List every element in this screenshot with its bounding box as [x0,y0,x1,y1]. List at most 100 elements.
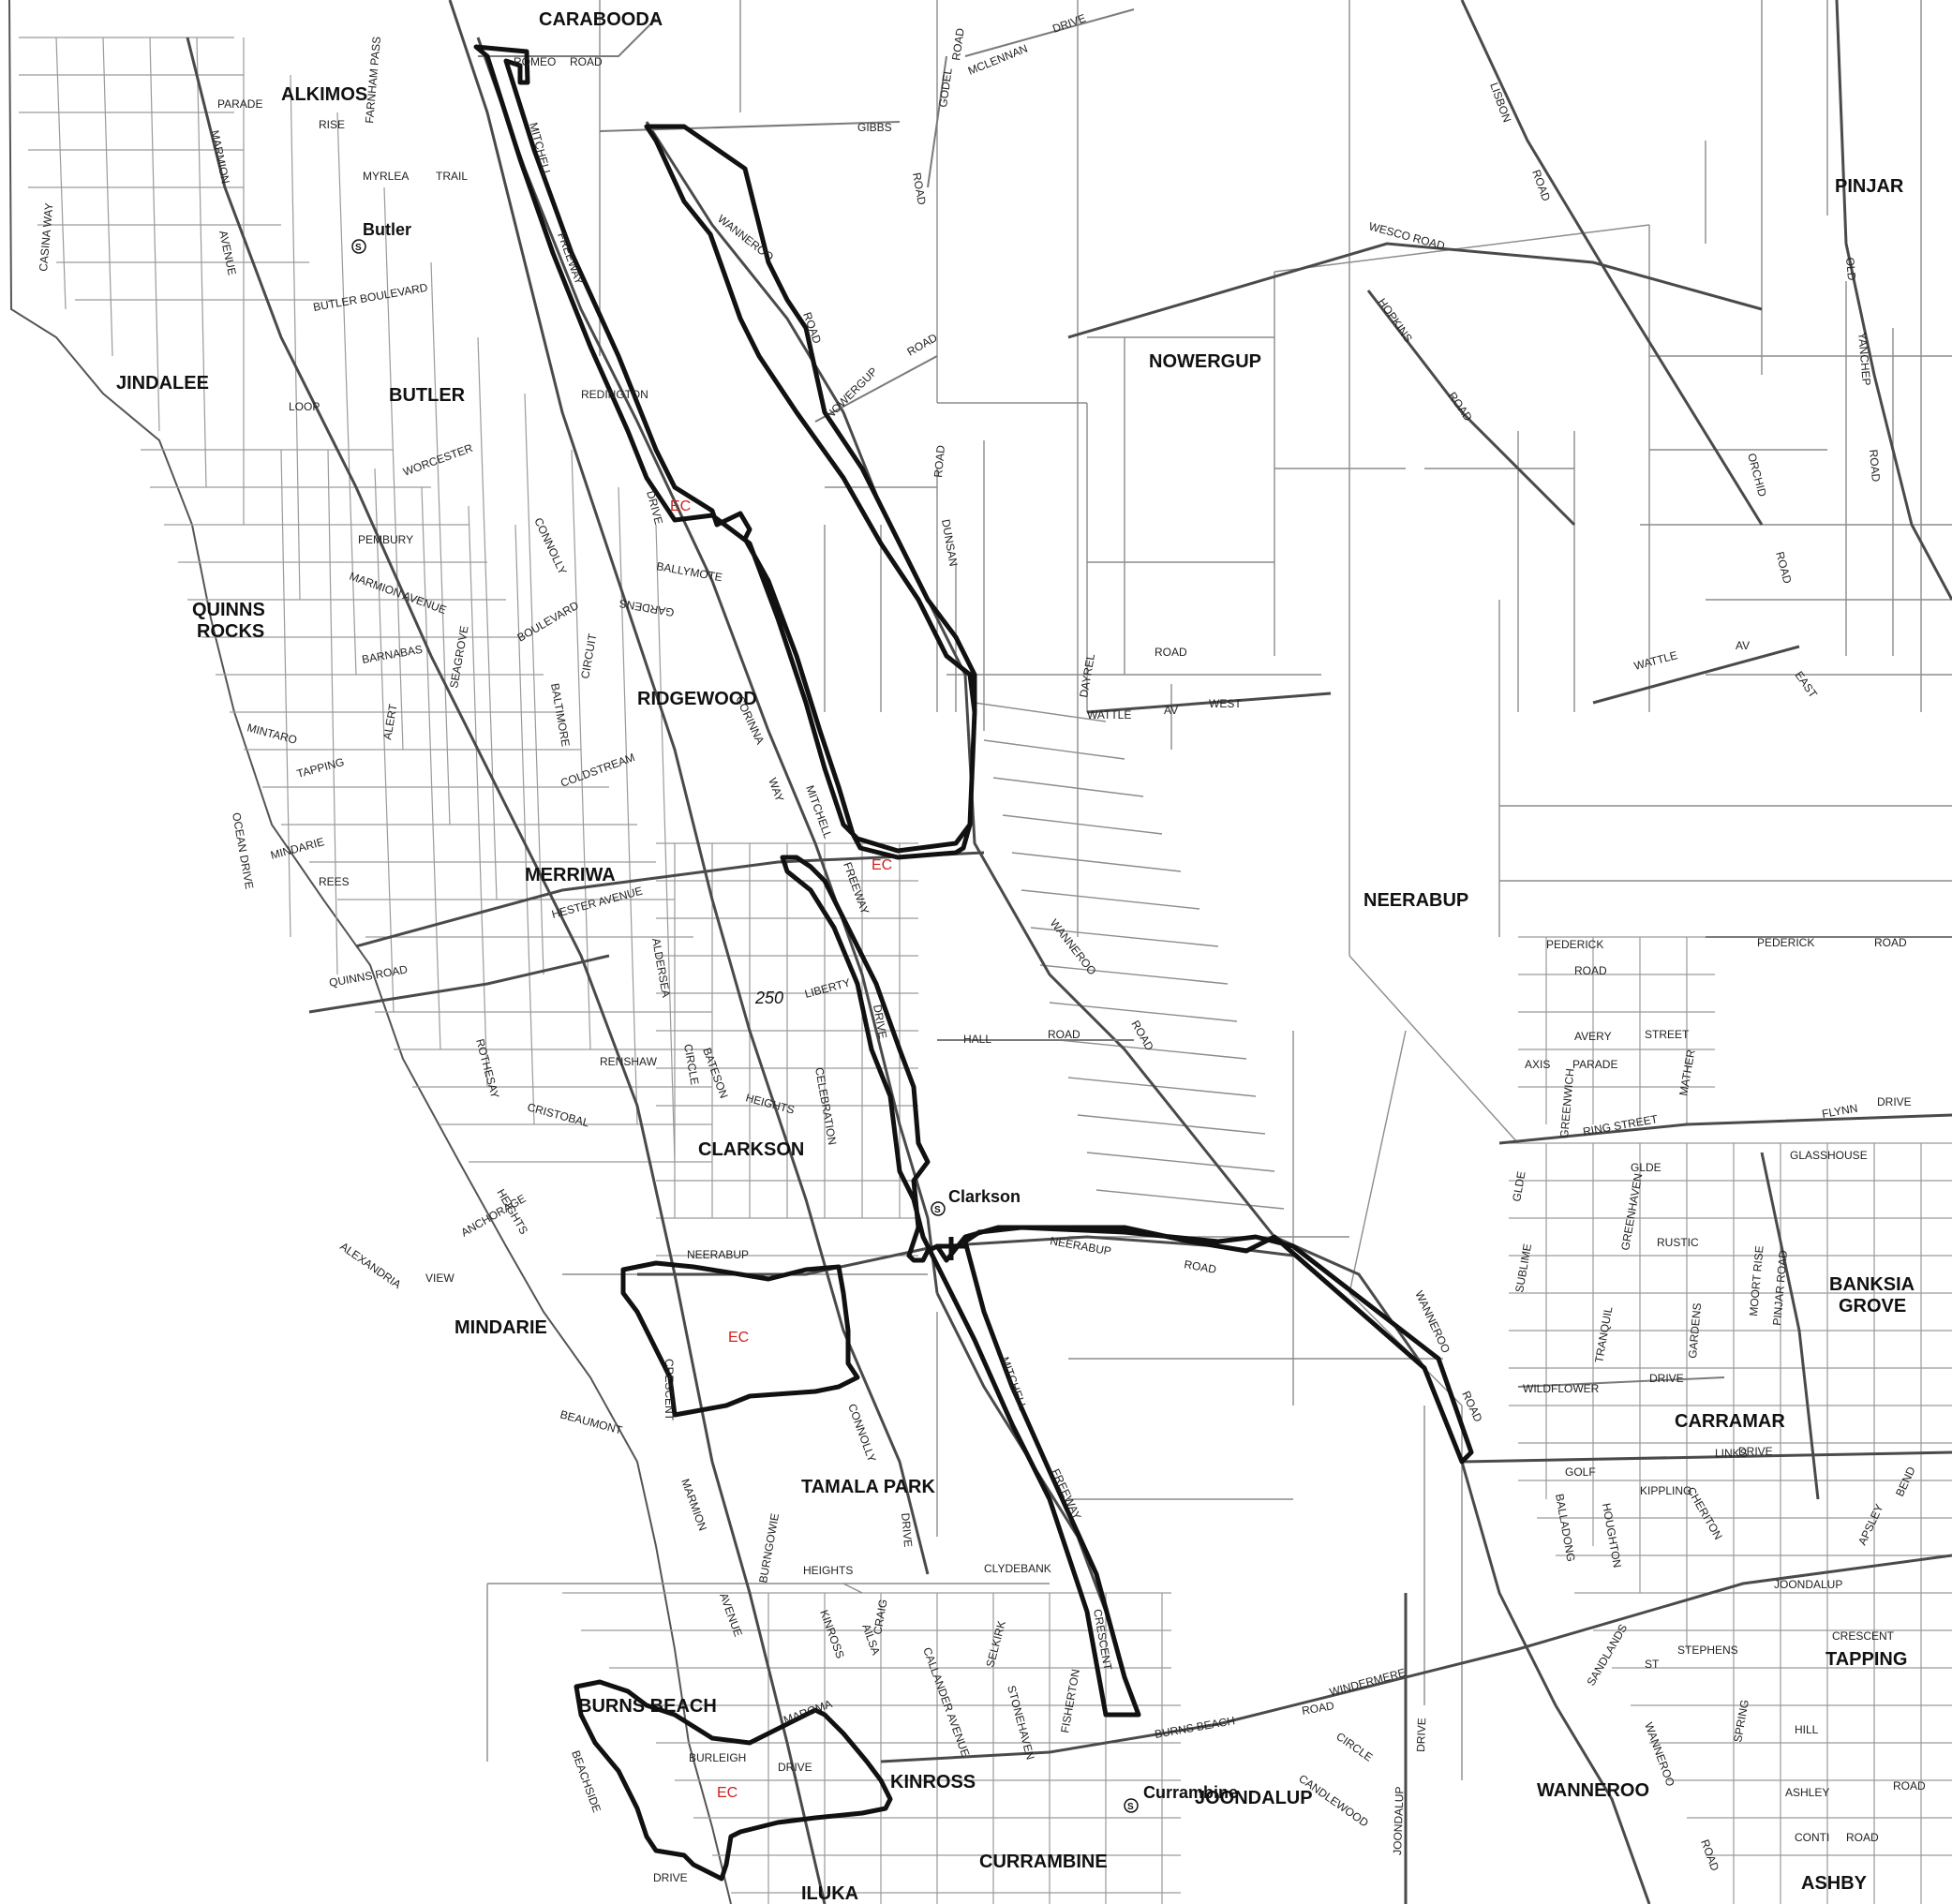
street-label-glasshouse: GLASSHOUSE [1790,1149,1868,1162]
suburb-label-kinross: KINROSS [890,1772,976,1792]
street-label-houghton: HOUGHTON [1600,1502,1624,1569]
street-label-hopkins-road: ROAD [1446,390,1476,424]
suburb-label-grove: GROVE [1839,1296,1906,1316]
ec-label-burns-beach: EC [717,1785,738,1801]
street-label-rise: RISE [319,118,345,131]
street-label-view: VIEW [425,1272,454,1285]
station-label-currambine: Currambine [1143,1783,1238,1802]
street-label-balladong: BALLADONG [1553,1493,1578,1563]
street-label-axis: AXIS [1525,1058,1550,1071]
street-label-seagrove: SEAGROVE [447,625,470,690]
street-label-rustic: RUSTIC [1657,1236,1699,1249]
street-label-pederick-east: PEDERICK [1757,936,1814,949]
street-label-bateson: BATESON [700,1046,730,1100]
street-label-av-east: AV [1736,639,1750,652]
suburb-label-ashby: ASHBY [1801,1873,1868,1894]
route-250-label: 250 [754,989,783,1007]
suburb-label-neerabup: NEERABUP [1363,890,1468,911]
street-label-mindarie: MINDARIE [269,835,325,862]
street-label-ballymote: BALLYMOTE [655,559,723,584]
suburb-label-nowergup: NOWERGUP [1149,351,1261,372]
wanneroo-road [645,121,1651,1904]
suburb-label-rocks: ROCKS [197,621,264,642]
street-label-heights-tamala: HEIGHTS [803,1564,853,1577]
street-label-wanneroo-far-south: WANNEROO [1642,1720,1677,1788]
street-label-mintaro: MINTARO [246,721,298,747]
street-label-glde: GLDE [1510,1170,1527,1203]
street-label-yanchep-road: ROAD [1867,449,1883,483]
street-label-maroma: MAROMA [782,1697,834,1727]
station-clarkson: S [931,1201,946,1216]
godel-road [927,55,947,188]
street-label-flynn-drive: DRIVE [1877,1095,1912,1108]
rural-lot-boundaries [486,0,1952,1780]
street-label-godel-road: ROAD [949,27,967,62]
street-label-conti-road: ROAD [1846,1831,1879,1844]
street-label-greenhaven: GREENHAVEN [1618,1172,1645,1251]
street-label-cheriton: CHERITON [1684,1485,1724,1542]
street-label-avery: AVERY [1574,1030,1612,1043]
street-label-circle-joondalup: CIRCLE [1334,1730,1375,1764]
suburb-label-joondalup: JOONDALUP [1195,1788,1313,1808]
street-label-romeo-road: ROAD [570,55,603,68]
coastline [8,0,732,1904]
street-label-farnham-pass: FARNHAM PASS [363,36,383,124]
street-label-connolly-north: CONNOLLY [531,515,569,576]
suburb-label-wanneroo: WANNEROO [1537,1780,1649,1801]
street-label-flynn: FLYNN [1821,1101,1858,1120]
station-currambine: S [1124,1798,1139,1813]
station-clarkson-symbol: S [934,1205,941,1215]
marmion-avenue [186,37,827,1904]
street-label-rees: REES [319,875,350,888]
ec-boundaries [473,44,1474,1882]
ec-boundary-mindarie [620,1260,860,1418]
street-label-pederick-road: ROAD [1574,964,1607,977]
flynn-drive [1498,1113,1952,1145]
street-label-moort-rise: MOORT RISE [1747,1245,1766,1317]
street-label-old: OLD [1843,257,1858,281]
lisbon-road [1460,0,1764,526]
street-label-butler-boulevard: BUTLER BOULEVARD [312,281,429,314]
ec-boundary-clarkson [780,855,1474,1718]
street-label-yanchep: YANCHEP [1855,332,1873,386]
burns-beach-road [880,1554,1952,1763]
links-drive [1461,1450,1952,1464]
street-label-sandlands: SANDLANDS [1584,1622,1630,1688]
street-label-burns-beach-road-road: ROAD [1301,1699,1335,1718]
suburb-label-ridgewood: RIDGEWOOD [637,689,757,709]
street-label-avenue-north: AVENUE [216,230,239,276]
street-label-circuit-ridgewood: CIRCUIT [578,632,599,680]
suburb-label-tamala-park: TAMALA PARK [801,1477,935,1497]
suburb-label-alkimos: ALKIMOS [281,84,367,105]
ec-label-freeway: EC [872,857,892,873]
street-label-wattle-east: WATTLE [1632,648,1678,673]
street-label-stephens: STEPHENS [1677,1644,1738,1657]
street-label-drive-joondalup: DRIVE [1414,1718,1428,1752]
street-label-marmion-north: MARMION [208,129,232,186]
station-butler-symbol: S [355,243,362,253]
street-label-coldstream: COLDSTREAM [559,751,636,790]
street-label-parade-north: PARADE [217,97,262,111]
suburb-label-jindalee: JINDALEE [116,373,209,394]
street-label-hall: HALL [963,1033,991,1046]
street-label-casina-way: CASINA WAY [37,202,55,272]
street-label-boulevard: BOULEVARD [515,599,582,645]
street-label-dayrell: DAYREL [1077,652,1097,698]
pinjar-road [1760,1152,1820,1500]
connolly-drive [448,0,930,1575]
street-label-avenue-south: AVENUE [717,1591,745,1638]
street-label-mather: MATHER [1676,1049,1697,1097]
street-label-glde-east: GLDE [1631,1161,1661,1174]
street-label-sublime: SUBLIME [1512,1242,1534,1293]
mclennan-drive [964,8,1135,57]
street-label-wesco-road: WESCO ROAD [1367,219,1446,252]
street-label-gardens: GARDENS [618,597,676,619]
ec-labels: EC EC EC EC [670,498,892,1801]
street-label-wanneroo-south-road: ROAD [1459,1389,1484,1424]
street-label-stonehaven: STONEHAVEN [1005,1684,1037,1761]
street-label-nowergup-road: ROAD [905,331,940,359]
street-label-tapping: TAPPING [295,755,346,781]
street-label-crescent-tapping: CRESCENT [1832,1629,1895,1643]
street-label-neerabup-east-road: ROAD [1183,1257,1217,1276]
